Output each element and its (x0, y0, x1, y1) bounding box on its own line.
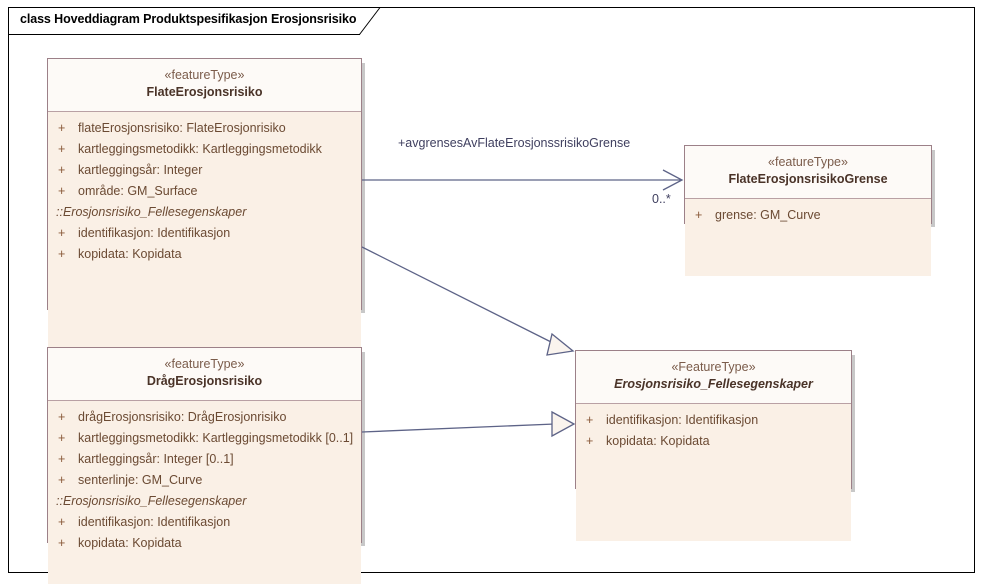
attribute-text: grense: GM_Curve (715, 208, 821, 222)
attribute-row: + kopidata: Kopidata (48, 244, 361, 265)
attribute-row: + senterlinje: GM_Curve (48, 470, 361, 491)
attribute-row: + kartleggingsmetodikk: Kartleggingsmeto… (48, 428, 361, 449)
attribute-visibility: + (58, 247, 66, 261)
attribute-text: kopidata: Kopidata (78, 536, 182, 550)
attribute-text: senterlinje: GM_Curve (78, 473, 203, 487)
attribute-row: + kartleggingsår: Integer [0..1] (48, 449, 361, 470)
attribute-text: kartleggingsmetodikk: Kartleggingsmetodi… (78, 142, 322, 156)
inherited-group-label: ::Erosjonsrisiko_Fellesegenskaper (56, 494, 247, 508)
class-name: DrågErosjonsrisiko (146, 374, 263, 388)
attribute-visibility: + (695, 208, 703, 222)
class-stereotype: «featureType» (768, 155, 848, 169)
class-attributes-flate-erosjonsrisiko: + flateErosjonsrisiko: FlateErosjonrisik… (48, 112, 361, 362)
class-header-drag-erosjonsrisiko: «featureType» DrågErosjonsrisiko (48, 348, 361, 401)
class-stereotype: «featureType» (164, 68, 245, 82)
class-box-flate-erosjonsrisiko-grense[interactable]: «featureType» FlateErosjonsrisikoGrense … (684, 145, 932, 276)
class-header-flate-erosjonsrisiko-grense: «featureType» FlateErosjonsrisikoGrense (685, 146, 931, 199)
association-role-label: +avgrensesAvFlateErosjonssrisikoGrense (398, 136, 631, 150)
attribute-row: + kopidata: Kopidata (576, 431, 851, 452)
attribute-row: + identifikasjon: Identifikasjon (48, 512, 361, 533)
attribute-row: + identifikasjon: Identifikasjon (576, 410, 851, 431)
attribute-row: + flateErosjonsrisiko: FlateErosjonrisik… (48, 118, 361, 139)
attribute-visibility: + (58, 142, 66, 156)
attribute-text: identifikasjon: Identifikasjon (606, 413, 759, 427)
class-box-erosjonsrisiko-fellesegenskaper[interactable]: «FeatureType» Erosjonsrisiko_Fellesegens… (575, 350, 852, 541)
attribute-row: + område: GM_Surface (48, 181, 361, 202)
diagram-title: class Hoveddiagram Produktspesifikasjon … (20, 12, 357, 26)
class-attributes-flate-erosjonsrisiko-grense: + grense: GM_Curve (685, 199, 931, 276)
attribute-row: + grense: GM_Curve (685, 205, 931, 226)
title-tab-slant-icon (359, 7, 381, 35)
class-header-flate-erosjonsrisiko: «featureType» FlateErosjonsrisiko (48, 59, 361, 112)
class-box-flate-erosjonsrisiko[interactable]: «featureType» FlateErosjonsrisiko + flat… (47, 58, 362, 362)
attribute-row: + kopidata: Kopidata (48, 533, 361, 554)
inherited-group-label: ::Erosjonsrisiko_Fellesegenskaper (56, 205, 247, 219)
diagram-title-tab-body (8, 7, 360, 35)
class-attributes-drag-erosjonsrisiko: + drågErosjonsrisiko: DrågErosjonrisiko … (48, 401, 361, 584)
class-stereotype: «featureType» (164, 357, 245, 371)
attribute-row: + kartleggingsår: Integer (48, 160, 361, 181)
attribute-text: kartleggingsår: Integer (78, 163, 203, 177)
attribute-visibility: + (58, 410, 66, 424)
class-attributes-erosjonsrisiko-fellesegenskaper: + identifikasjon: Identifikasjon + kopid… (576, 404, 851, 541)
class-box-drag-erosjonsrisiko[interactable]: «featureType» DrågErosjonsrisiko + drågE… (47, 347, 362, 584)
attribute-visibility: + (586, 413, 594, 427)
attribute-text: drågErosjonsrisiko: DrågErosjonrisiko (78, 410, 287, 424)
attribute-visibility: + (58, 226, 66, 240)
attribute-text: område: GM_Surface (78, 184, 198, 198)
class-stereotype: «FeatureType» (671, 360, 756, 374)
attribute-visibility: + (58, 431, 66, 445)
attribute-row: + drågErosjonsrisiko: DrågErosjonrisiko (48, 407, 361, 428)
attribute-row: + kartleggingsmetodikk: Kartleggingsmeto… (48, 139, 361, 160)
attribute-text: identifikasjon: Identifikasjon (78, 226, 231, 240)
class-name: Erosjonsrisiko_Fellesegenskaper (614, 377, 813, 391)
attribute-visibility: + (58, 515, 66, 529)
attribute-text: kartleggingsår: Integer [0..1] (78, 452, 234, 466)
attribute-text: identifikasjon: Identifikasjon (78, 515, 231, 529)
attribute-visibility: + (58, 536, 66, 550)
class-name: FlateErosjonsrisikoGrense (728, 172, 888, 186)
attribute-visibility: + (58, 121, 66, 135)
attribute-text: kopidata: Kopidata (606, 434, 710, 448)
attribute-text: flateErosjonsrisiko: FlateErosjonrisiko (78, 121, 286, 135)
class-header-erosjonsrisiko-fellesegenskaper: «FeatureType» Erosjonsrisiko_Fellesegens… (576, 351, 851, 404)
attribute-text: kopidata: Kopidata (78, 247, 182, 261)
class-name: FlateErosjonsrisiko (146, 85, 263, 99)
association-multiplicity-label: 0..* (652, 192, 671, 206)
attribute-text: kartleggingsmetodikk: Kartleggingsmetodi… (78, 431, 354, 445)
attribute-row: + identifikasjon: Identifikasjon (48, 223, 361, 244)
attribute-visibility: + (58, 163, 66, 177)
attribute-visibility: + (586, 434, 594, 448)
attribute-visibility: + (58, 452, 66, 466)
attribute-visibility: + (58, 473, 66, 487)
attribute-visibility: + (58, 184, 66, 198)
